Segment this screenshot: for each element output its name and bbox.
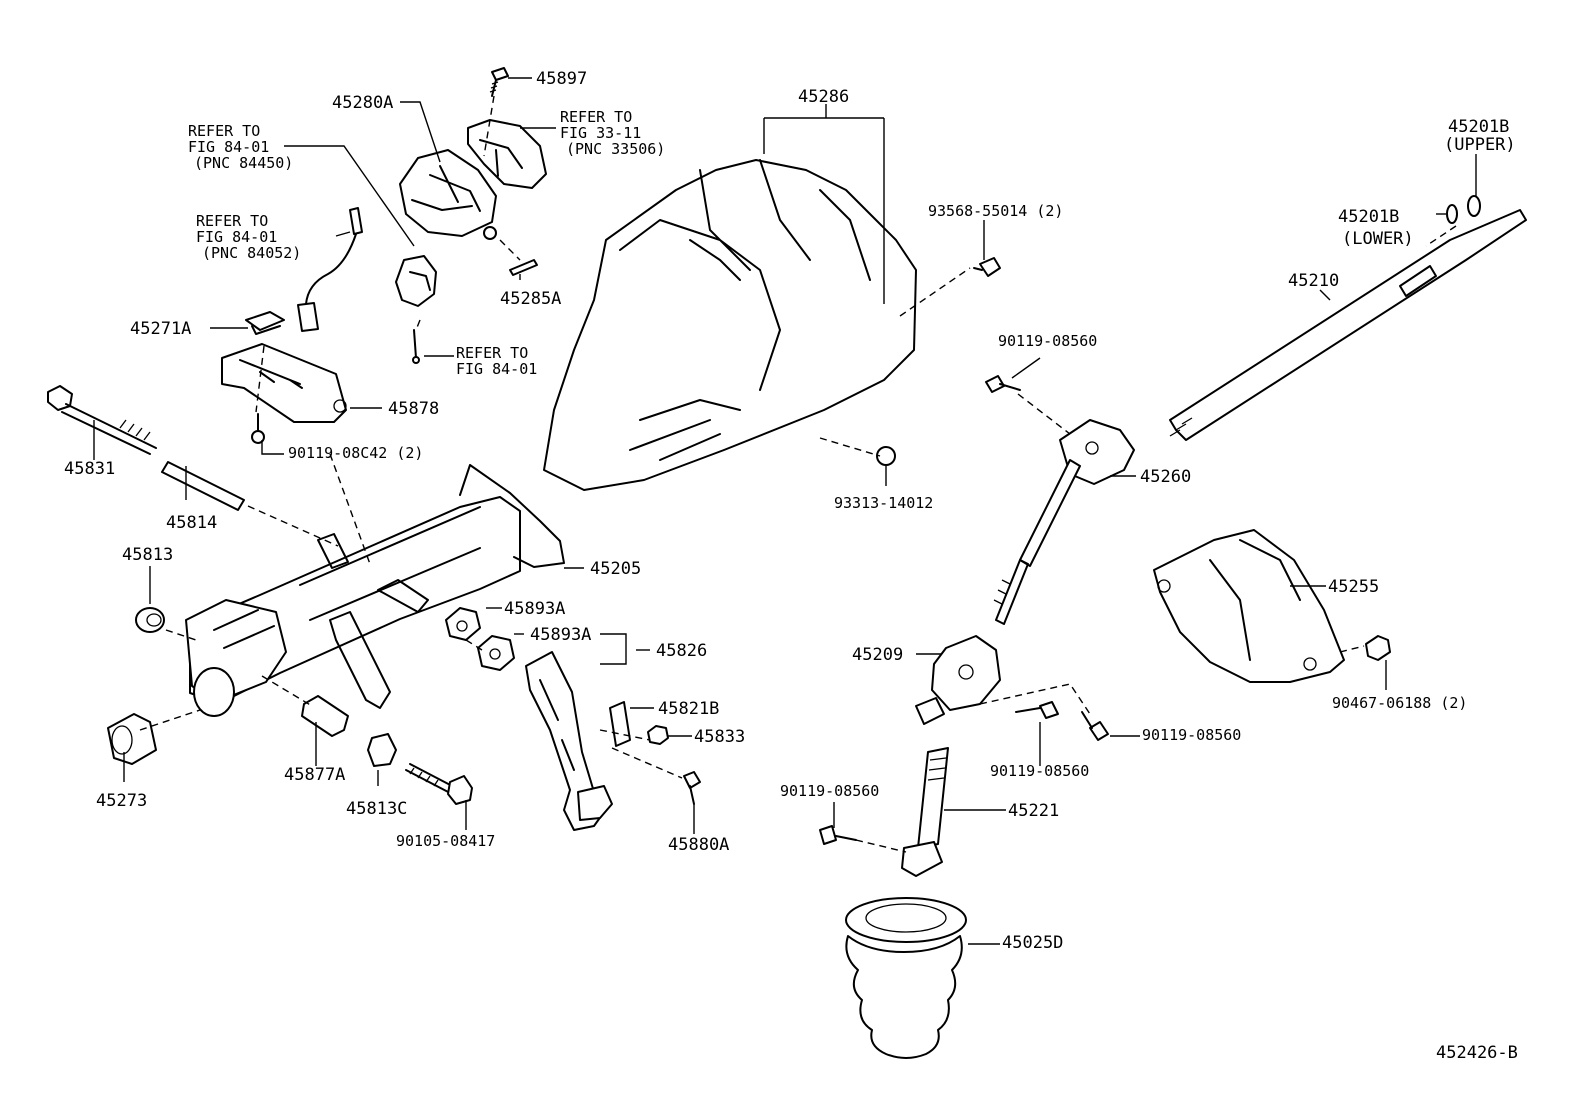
label-90119-08c42: 90119-08C42 (2)	[288, 444, 423, 462]
label-ref-84450-line3: (PNC 84450)	[194, 154, 293, 172]
label-45813c: 45813C	[346, 799, 407, 819]
snap-ring-45201b-lower	[1446, 204, 1458, 224]
label-ref-33506-line1: REFER TO	[560, 108, 632, 126]
label-45878: 45878	[388, 399, 439, 419]
label-45893a-2: 45893A	[530, 625, 591, 645]
label-45814: 45814	[166, 513, 217, 533]
main-shaft-45210	[1169, 209, 1527, 441]
clip-45813c	[367, 733, 397, 767]
column-cover-45286	[543, 159, 917, 491]
label-45271a: 45271A	[130, 319, 191, 339]
bolt-90467-06188	[1365, 635, 1391, 661]
screw-90119-08c42	[251, 413, 265, 444]
label-45260: 45260	[1140, 467, 1191, 487]
lock-housing-45280a	[395, 149, 497, 307]
label-45221: 45221	[1008, 801, 1059, 821]
pin-45877a	[301, 695, 349, 737]
label-45821b: 45821B	[658, 699, 719, 719]
clip-45271a	[245, 311, 285, 335]
label-90119-08560-d: 90119-08560	[780, 782, 879, 800]
label-45833: 45833	[694, 727, 745, 747]
label-90119-08560-b: 90119-08560	[990, 762, 1089, 780]
leader-lines	[93, 77, 1477, 945]
cap-45273	[107, 713, 157, 765]
bushing-45893a-1	[445, 607, 481, 641]
bolt-45897	[489, 67, 509, 97]
label-45273: 45273	[96, 791, 147, 811]
u-joint-shaft-45260	[993, 419, 1135, 625]
label-45893a-1: 45893A	[504, 599, 565, 619]
label-45025d: 45025D	[1002, 933, 1063, 953]
label-ref-33506-line3: (PNC 33506)	[566, 140, 665, 158]
part-labels: 45897 45280A REFER TO FIG 33-11 (PNC 335…	[64, 69, 1518, 1063]
shaft-45221	[901, 747, 949, 877]
screw-90119-08560-c	[1081, 711, 1109, 741]
label-45280a: 45280A	[332, 93, 393, 113]
boot-45025d	[845, 897, 967, 1059]
steering-column-45205	[185, 464, 565, 717]
label-90119-08560-c: 90119-08560	[1142, 726, 1241, 744]
bushing-45893a-2	[477, 635, 515, 671]
connector-84052	[297, 207, 363, 332]
clip-93313-14012	[876, 446, 896, 466]
label-ref-84052-line3: (PNC 84052)	[202, 244, 301, 262]
snap-ring-45201b-upper	[1467, 195, 1481, 217]
bracket-45878	[221, 343, 347, 423]
label-45205: 45205	[590, 559, 641, 579]
label-45286: 45286	[798, 87, 849, 107]
label-45897: 45897	[536, 69, 587, 89]
label-90119-08560-a: 90119-08560	[998, 332, 1097, 350]
screw-90119-08560-a	[985, 375, 1021, 393]
label-45813: 45813	[122, 545, 173, 565]
label-45201b-lower: 45201B	[1338, 207, 1399, 227]
assembly-dashed-lines	[139, 95, 1457, 853]
screw-93568-55014	[973, 257, 1001, 277]
label-45210: 45210	[1288, 271, 1339, 291]
label-93313-14012: 93313-14012	[834, 494, 933, 512]
label-ref-84052-line2: FIG 84-01	[196, 228, 277, 246]
label-ref-8401-line1: REFER TO	[456, 344, 528, 362]
screw-84-01	[412, 329, 420, 364]
label-45255: 45255	[1328, 577, 1379, 597]
screw-90119-08560-b	[1015, 701, 1059, 719]
label-45209: 45209	[852, 645, 903, 665]
column-hole-cover-45255	[1153, 529, 1345, 683]
bolt-90105-08417	[405, 763, 473, 805]
figure-code: 452426-B	[1436, 1043, 1518, 1063]
nut-45833	[647, 725, 669, 745]
label-ref-8401-line2: FIG 84-01	[456, 360, 537, 378]
label-45826: 45826	[656, 641, 707, 661]
u-joint-45209	[915, 635, 1001, 725]
label-ref-84052-line1: REFER TO	[196, 212, 268, 230]
pin-45285a	[509, 259, 538, 276]
clip-45821b	[609, 701, 631, 747]
label-45877a: 45877A	[284, 765, 345, 785]
tube-45814	[161, 461, 245, 511]
lever-45826	[525, 651, 613, 831]
bushing-45813	[135, 607, 165, 633]
label-ref-33506-line2: FIG 33-11	[560, 124, 641, 142]
label-45831: 45831	[64, 459, 115, 479]
label-90105-08417: 90105-08417	[396, 832, 495, 850]
label-45201b-upper-note: (UPPER)	[1444, 135, 1516, 155]
label-45201b-lower-note: (LOWER)	[1342, 229, 1414, 249]
label-45285a: 45285A	[500, 289, 561, 309]
label-45201b-upper: 45201B	[1448, 117, 1509, 137]
label-90467-06188: 90467-06188 (2)	[1332, 694, 1467, 712]
label-ref-84450-line2: FIG 84-01	[188, 138, 269, 156]
label-45880a: 45880A	[668, 835, 729, 855]
screw-90119-08560-d	[819, 825, 857, 845]
bolt-45880a	[683, 771, 701, 805]
bolt-45831	[47, 385, 157, 455]
label-ref-84450-line1: REFER TO	[188, 122, 260, 140]
label-93568-55014: 93568-55014 (2)	[928, 202, 1063, 220]
